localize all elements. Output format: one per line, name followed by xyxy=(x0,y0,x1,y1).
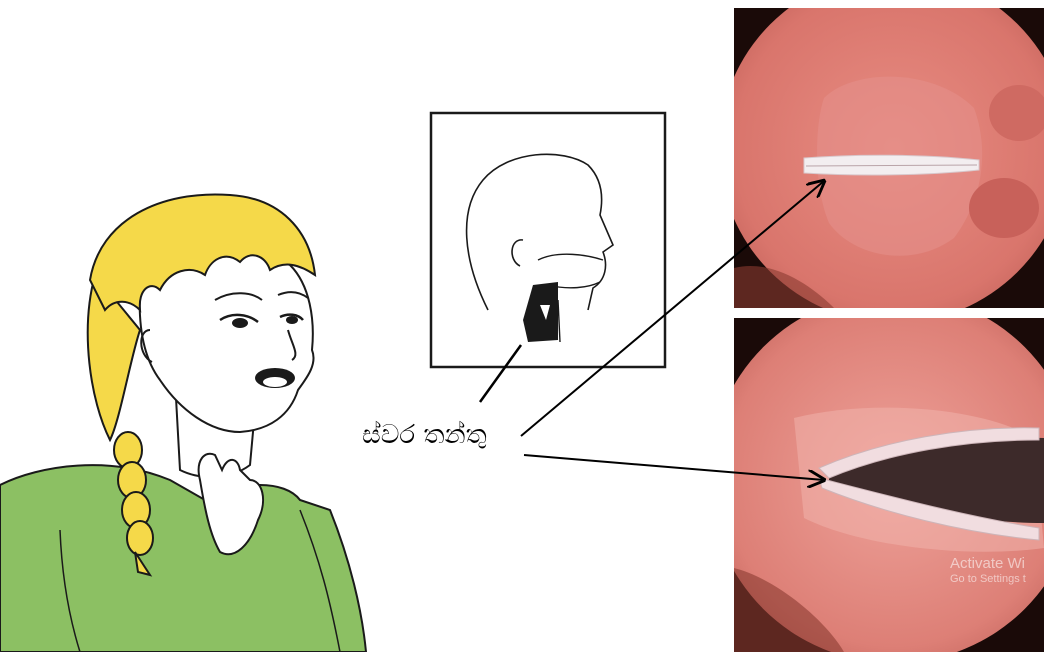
vocal-cords-label: ස්වර තන්තු xyxy=(362,420,487,451)
laryngoscope-open-cords xyxy=(734,318,1044,652)
head-profile-diagram xyxy=(428,110,668,370)
watermark-line1: Activate Wi xyxy=(950,556,1044,573)
laryngoscope-closed-cords xyxy=(734,8,1044,308)
girl-illustration xyxy=(0,180,370,652)
watermark-line2: Go to Settings t xyxy=(950,573,1044,585)
activate-windows-watermark: Activate Wi Go to Settings t xyxy=(950,556,1044,585)
shirt xyxy=(0,465,366,652)
